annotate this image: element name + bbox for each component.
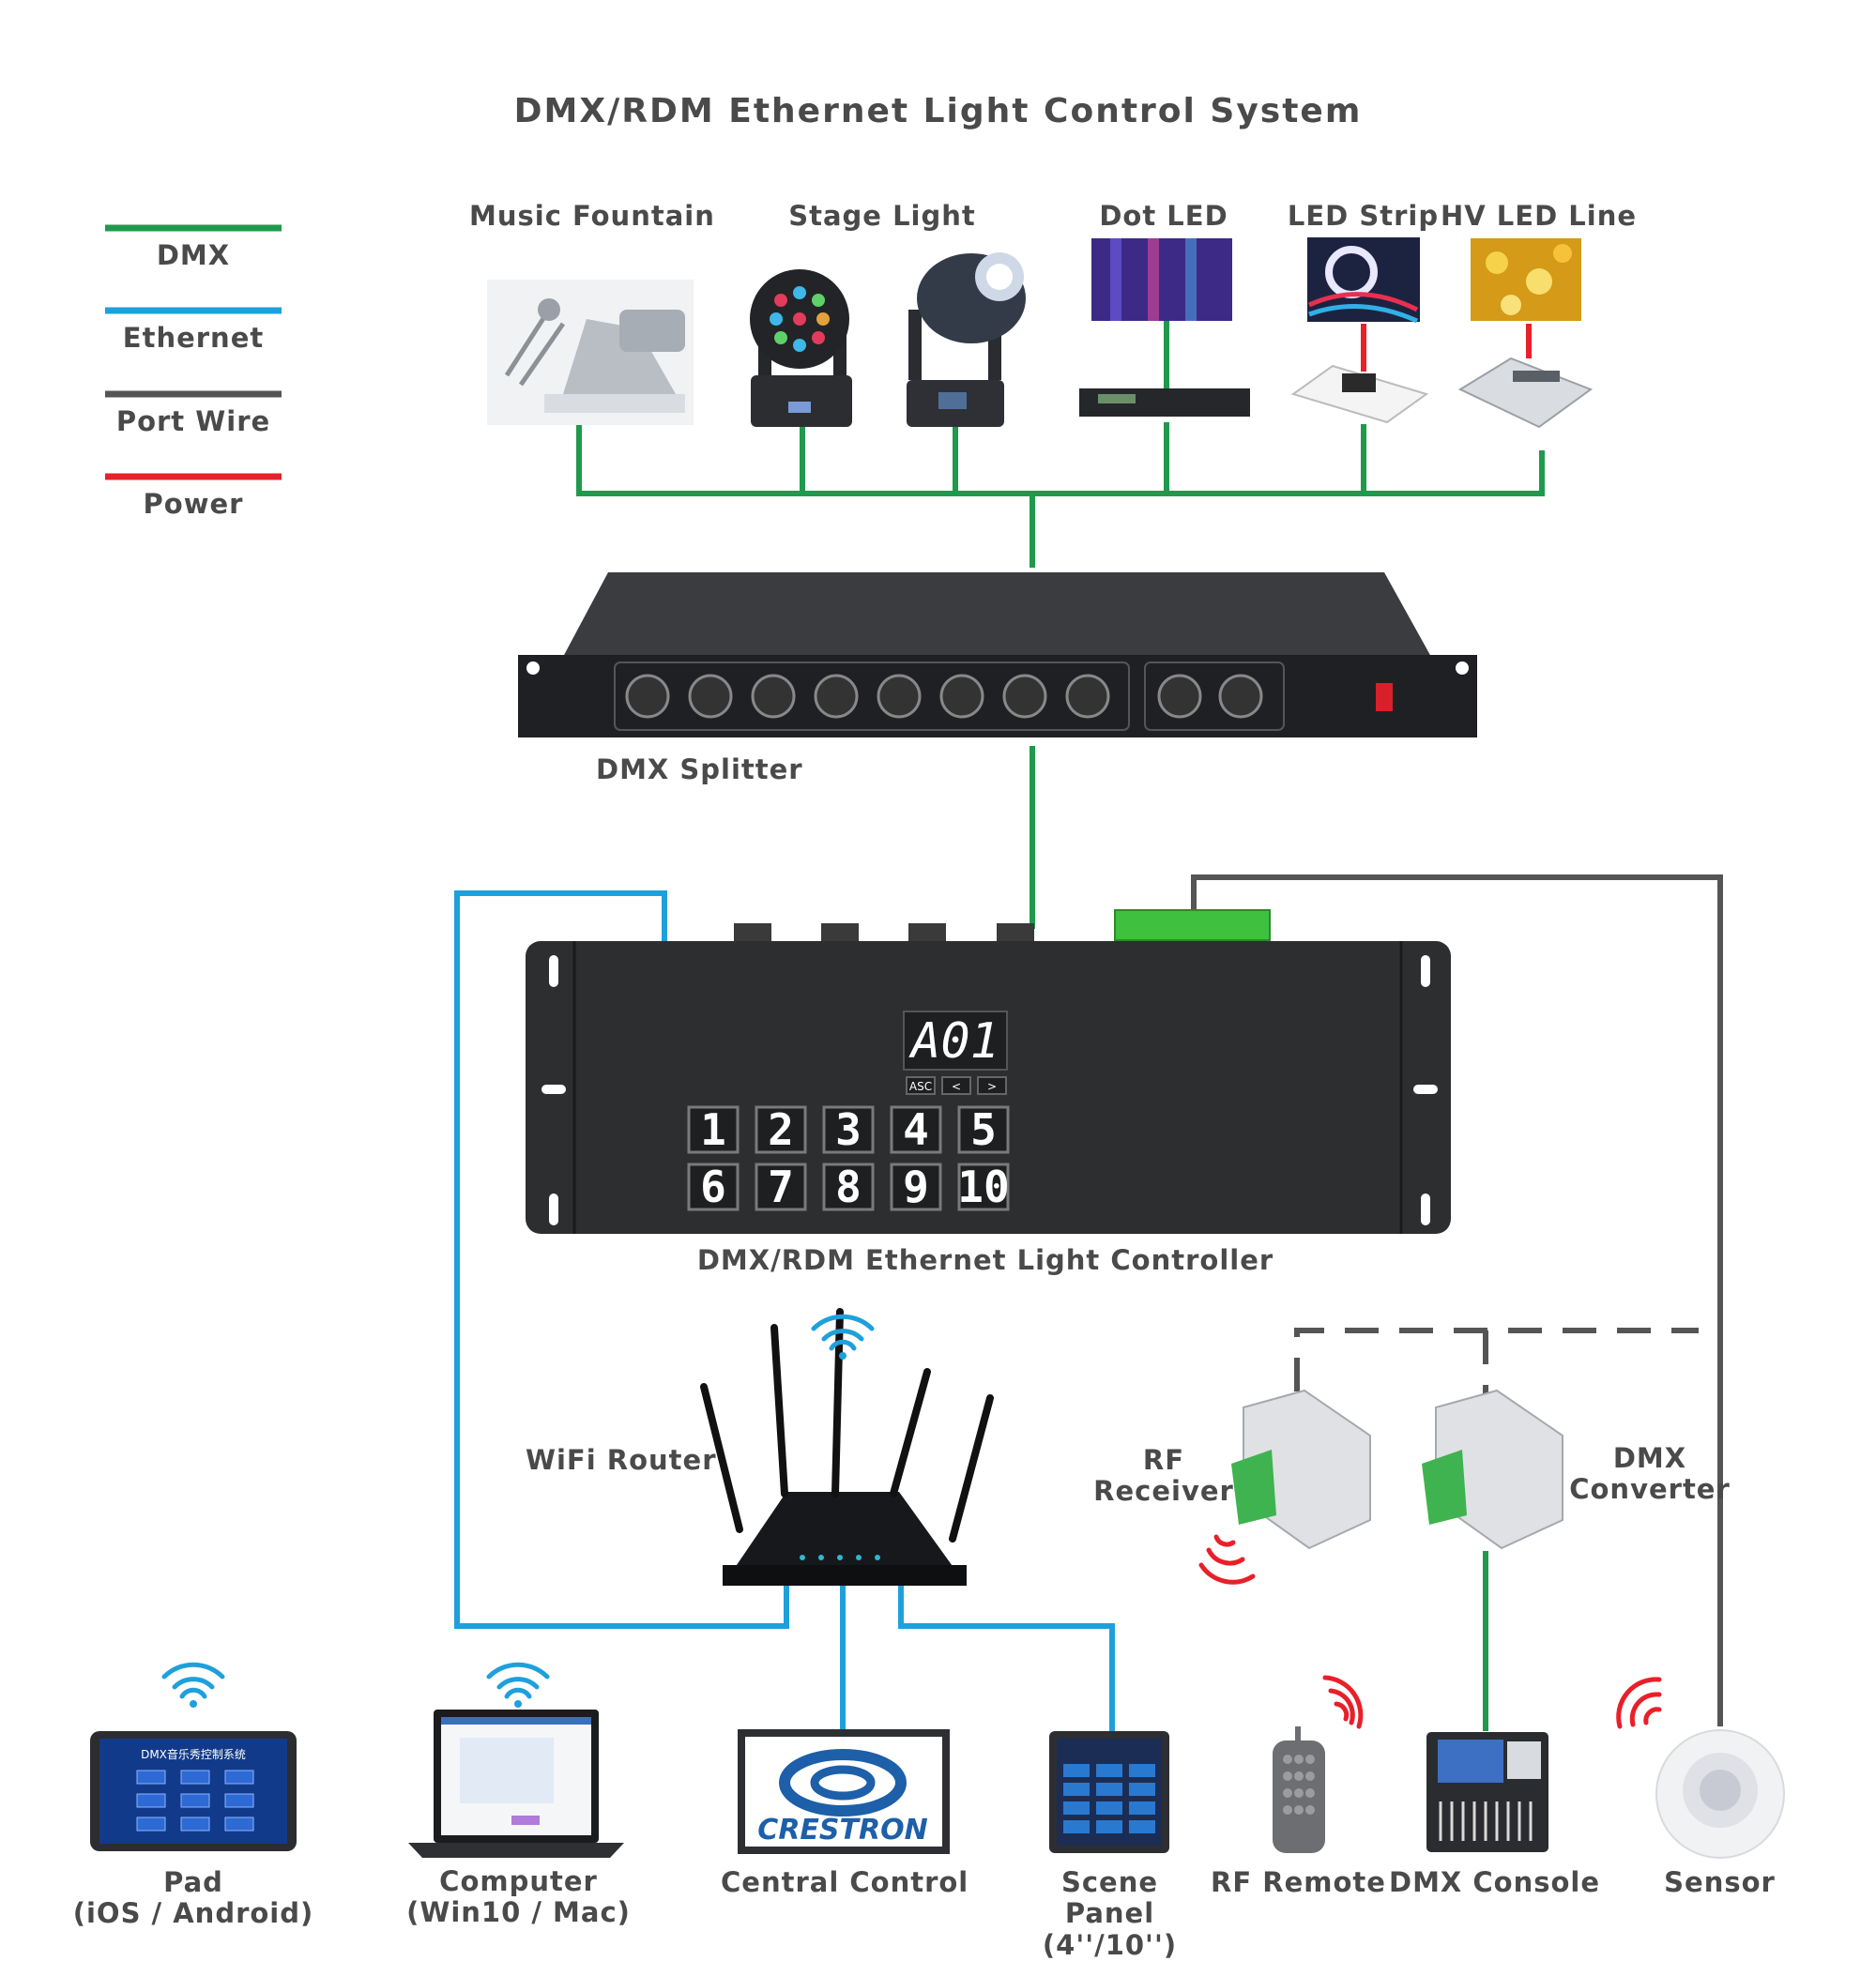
scene-panel-device [1049, 1731, 1169, 1853]
wifi-router-device [700, 1308, 994, 1586]
key-7: 7 [768, 1162, 794, 1212]
dmx-splitter-label: DMX Splitter [596, 753, 803, 785]
legend-power-label: Power [143, 488, 244, 520]
port-wire-lines [1191, 874, 1723, 1726]
rf-remote-device [1273, 1726, 1325, 1853]
dot-led-label: Dot LED [1099, 200, 1228, 232]
rf-remote-signal-icon [1322, 1675, 1364, 1729]
sensor-signal-icon [1616, 1677, 1662, 1729]
stage-light-moving-head-image [907, 252, 1026, 427]
key-3: 3 [835, 1104, 862, 1155]
nav-left-label: < [952, 1080, 961, 1093]
router-wifi-icon [811, 1314, 875, 1351]
rf-receiver-label: RF Receiver [1093, 1444, 1234, 1508]
wifi-router-label: WiFi Router [526, 1444, 717, 1476]
key-2: 2 [768, 1104, 794, 1155]
key-1: 1 [700, 1104, 726, 1155]
led-strip-image [1290, 237, 1429, 424]
ethernet-lines [454, 890, 1115, 1736]
led-strip-label: LED Strip [1287, 200, 1440, 232]
key-4: 4 [903, 1104, 929, 1155]
computer-label: Computer (Win10 / Mac) [406, 1865, 631, 1929]
computer-wifi-icon [486, 1662, 550, 1699]
dmx-bus-top [576, 321, 1545, 1731]
controller-keypad [687, 1105, 1010, 1211]
computer-wifi-dot [514, 1700, 522, 1708]
dmx-console-label: DMX Console [1389, 1866, 1601, 1898]
nav-right-label: > [987, 1080, 997, 1093]
legend-ethernet-label: Ethernet [122, 322, 265, 354]
dmx-splitter-device [518, 572, 1477, 737]
hv-led-line-label: HV LED Line [1441, 200, 1638, 232]
scene-panel-label: Scene Panel (4''/10'') [1042, 1866, 1178, 1961]
sensor-device [1655, 1729, 1785, 1859]
rf-remote-label: RF Remote [1211, 1866, 1386, 1898]
music-fountain-label: Music Fountain [469, 200, 715, 232]
legend-dmx-label: DMX [156, 239, 231, 271]
legend-portwire-label: Port Wire [115, 405, 271, 437]
pad-device [90, 1731, 297, 1851]
dmx-console-device [1426, 1732, 1548, 1852]
rf-receiver-device [1231, 1389, 1371, 1550]
computer-device [408, 1710, 624, 1858]
pad-label: Pad (iOS / Android) [72, 1866, 314, 1930]
central-control-label: Central Control [721, 1866, 969, 1898]
key-10: 10 [957, 1162, 1009, 1212]
dot-led-image [1079, 238, 1250, 417]
diagram-title: DMX/RDM Ethernet Light Control System [513, 92, 1363, 130]
dmx-converter-label: DMX Converter [1569, 1442, 1731, 1506]
hv-led-line-image [1457, 238, 1594, 429]
pad-screen-title: DMX音乐秀控制系统 [141, 1747, 246, 1761]
key-5: 5 [970, 1104, 997, 1155]
nav-asc-label: ASC [909, 1080, 932, 1093]
controller-label: DMX/RDM Ethernet Light Controller [696, 1244, 1274, 1276]
stage-light-label: Stage Light [788, 200, 976, 232]
key-6: 6 [700, 1162, 726, 1212]
pad-wifi-dot [190, 1700, 197, 1708]
power-lines [1361, 324, 1532, 372]
pad-wifi-icon [161, 1662, 225, 1699]
controller-nav-buttons [906, 1076, 1007, 1095]
music-fountain-image [487, 280, 694, 425]
key-8: 8 [835, 1162, 862, 1212]
stage-light-wash-image [750, 269, 852, 427]
central-control-device [738, 1729, 950, 1854]
sensor-label: Sensor [1664, 1866, 1776, 1898]
rf-receiver-signal-icon [1198, 1534, 1256, 1585]
crestron-logo: CRESTRON [757, 1814, 927, 1847]
key-9: 9 [903, 1162, 929, 1212]
dmx-converter-device [1422, 1389, 1563, 1550]
router-wifi-dot [839, 1352, 846, 1360]
controller-display-text: A01 [908, 1013, 999, 1070]
